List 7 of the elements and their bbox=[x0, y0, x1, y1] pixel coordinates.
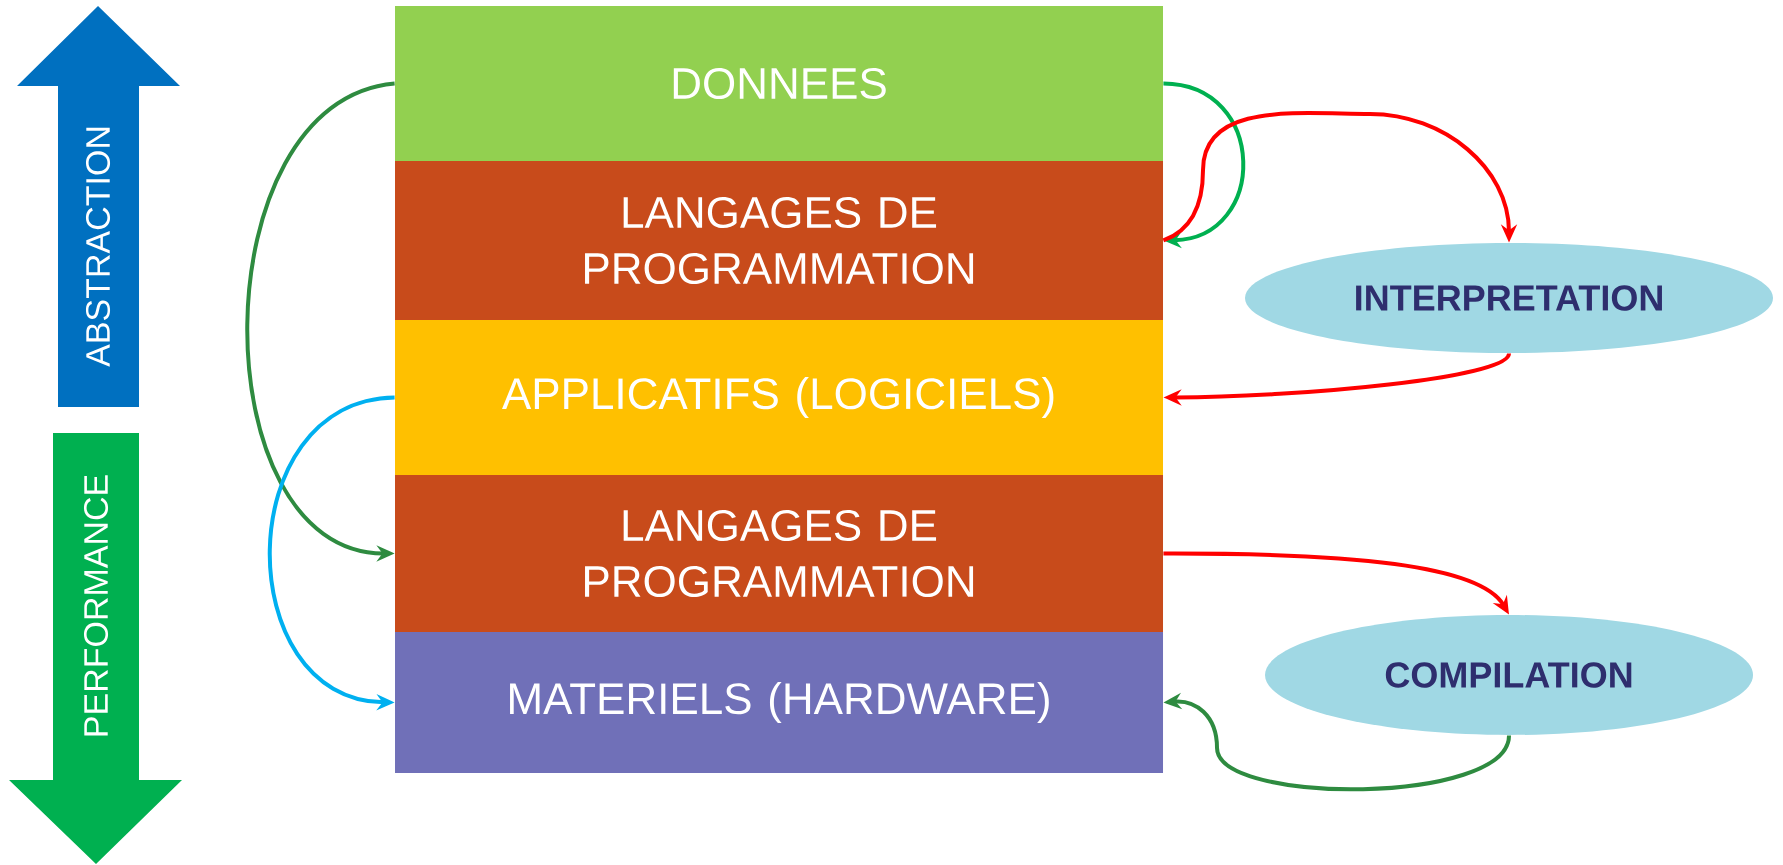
layer-box: DONNEES bbox=[395, 6, 1163, 161]
layer-box: APPLICATIFS (LOGICIELS) bbox=[395, 320, 1163, 475]
curved-arrow bbox=[1162, 111, 1518, 243]
layer-box: MATERIELS (HARDWARE) bbox=[395, 632, 1163, 773]
layer-box: LANGAGES DE PROGRAMMATION bbox=[395, 475, 1163, 632]
layer-box: LANGAGES DE PROGRAMMATION bbox=[395, 161, 1163, 320]
curved-arrow bbox=[1163, 81, 1246, 249]
